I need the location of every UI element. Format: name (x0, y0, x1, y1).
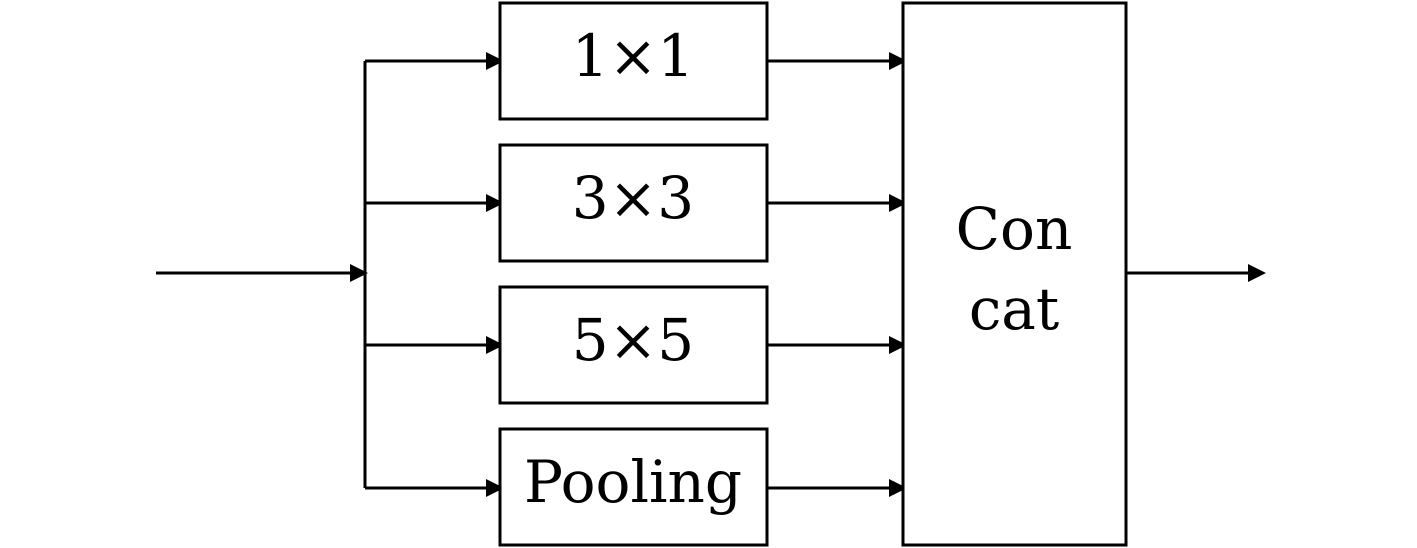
branch-box-5x5: 5×5 (498, 285, 769, 405)
box-pooling-label: Pooling (524, 448, 742, 516)
branch-box-3x3: 3×3 (498, 143, 769, 263)
concat-rect (901, 1, 1128, 547)
box-1x1-label: 1×1 (572, 22, 694, 90)
branch-box-pooling: Pooling (498, 427, 769, 547)
box-5x5-label: 5×5 (572, 306, 694, 374)
box-1x1-rect (498, 1, 769, 121)
branch-box-1x1: 1×1 (498, 1, 769, 121)
box-pooling-rect (498, 427, 769, 547)
concat-label-line-2: cat (969, 275, 1059, 343)
concat-box: Con cat (901, 1, 1128, 547)
concat-label-line-1: Con (956, 195, 1073, 263)
box-3x3-label: 3×3 (572, 164, 694, 232)
